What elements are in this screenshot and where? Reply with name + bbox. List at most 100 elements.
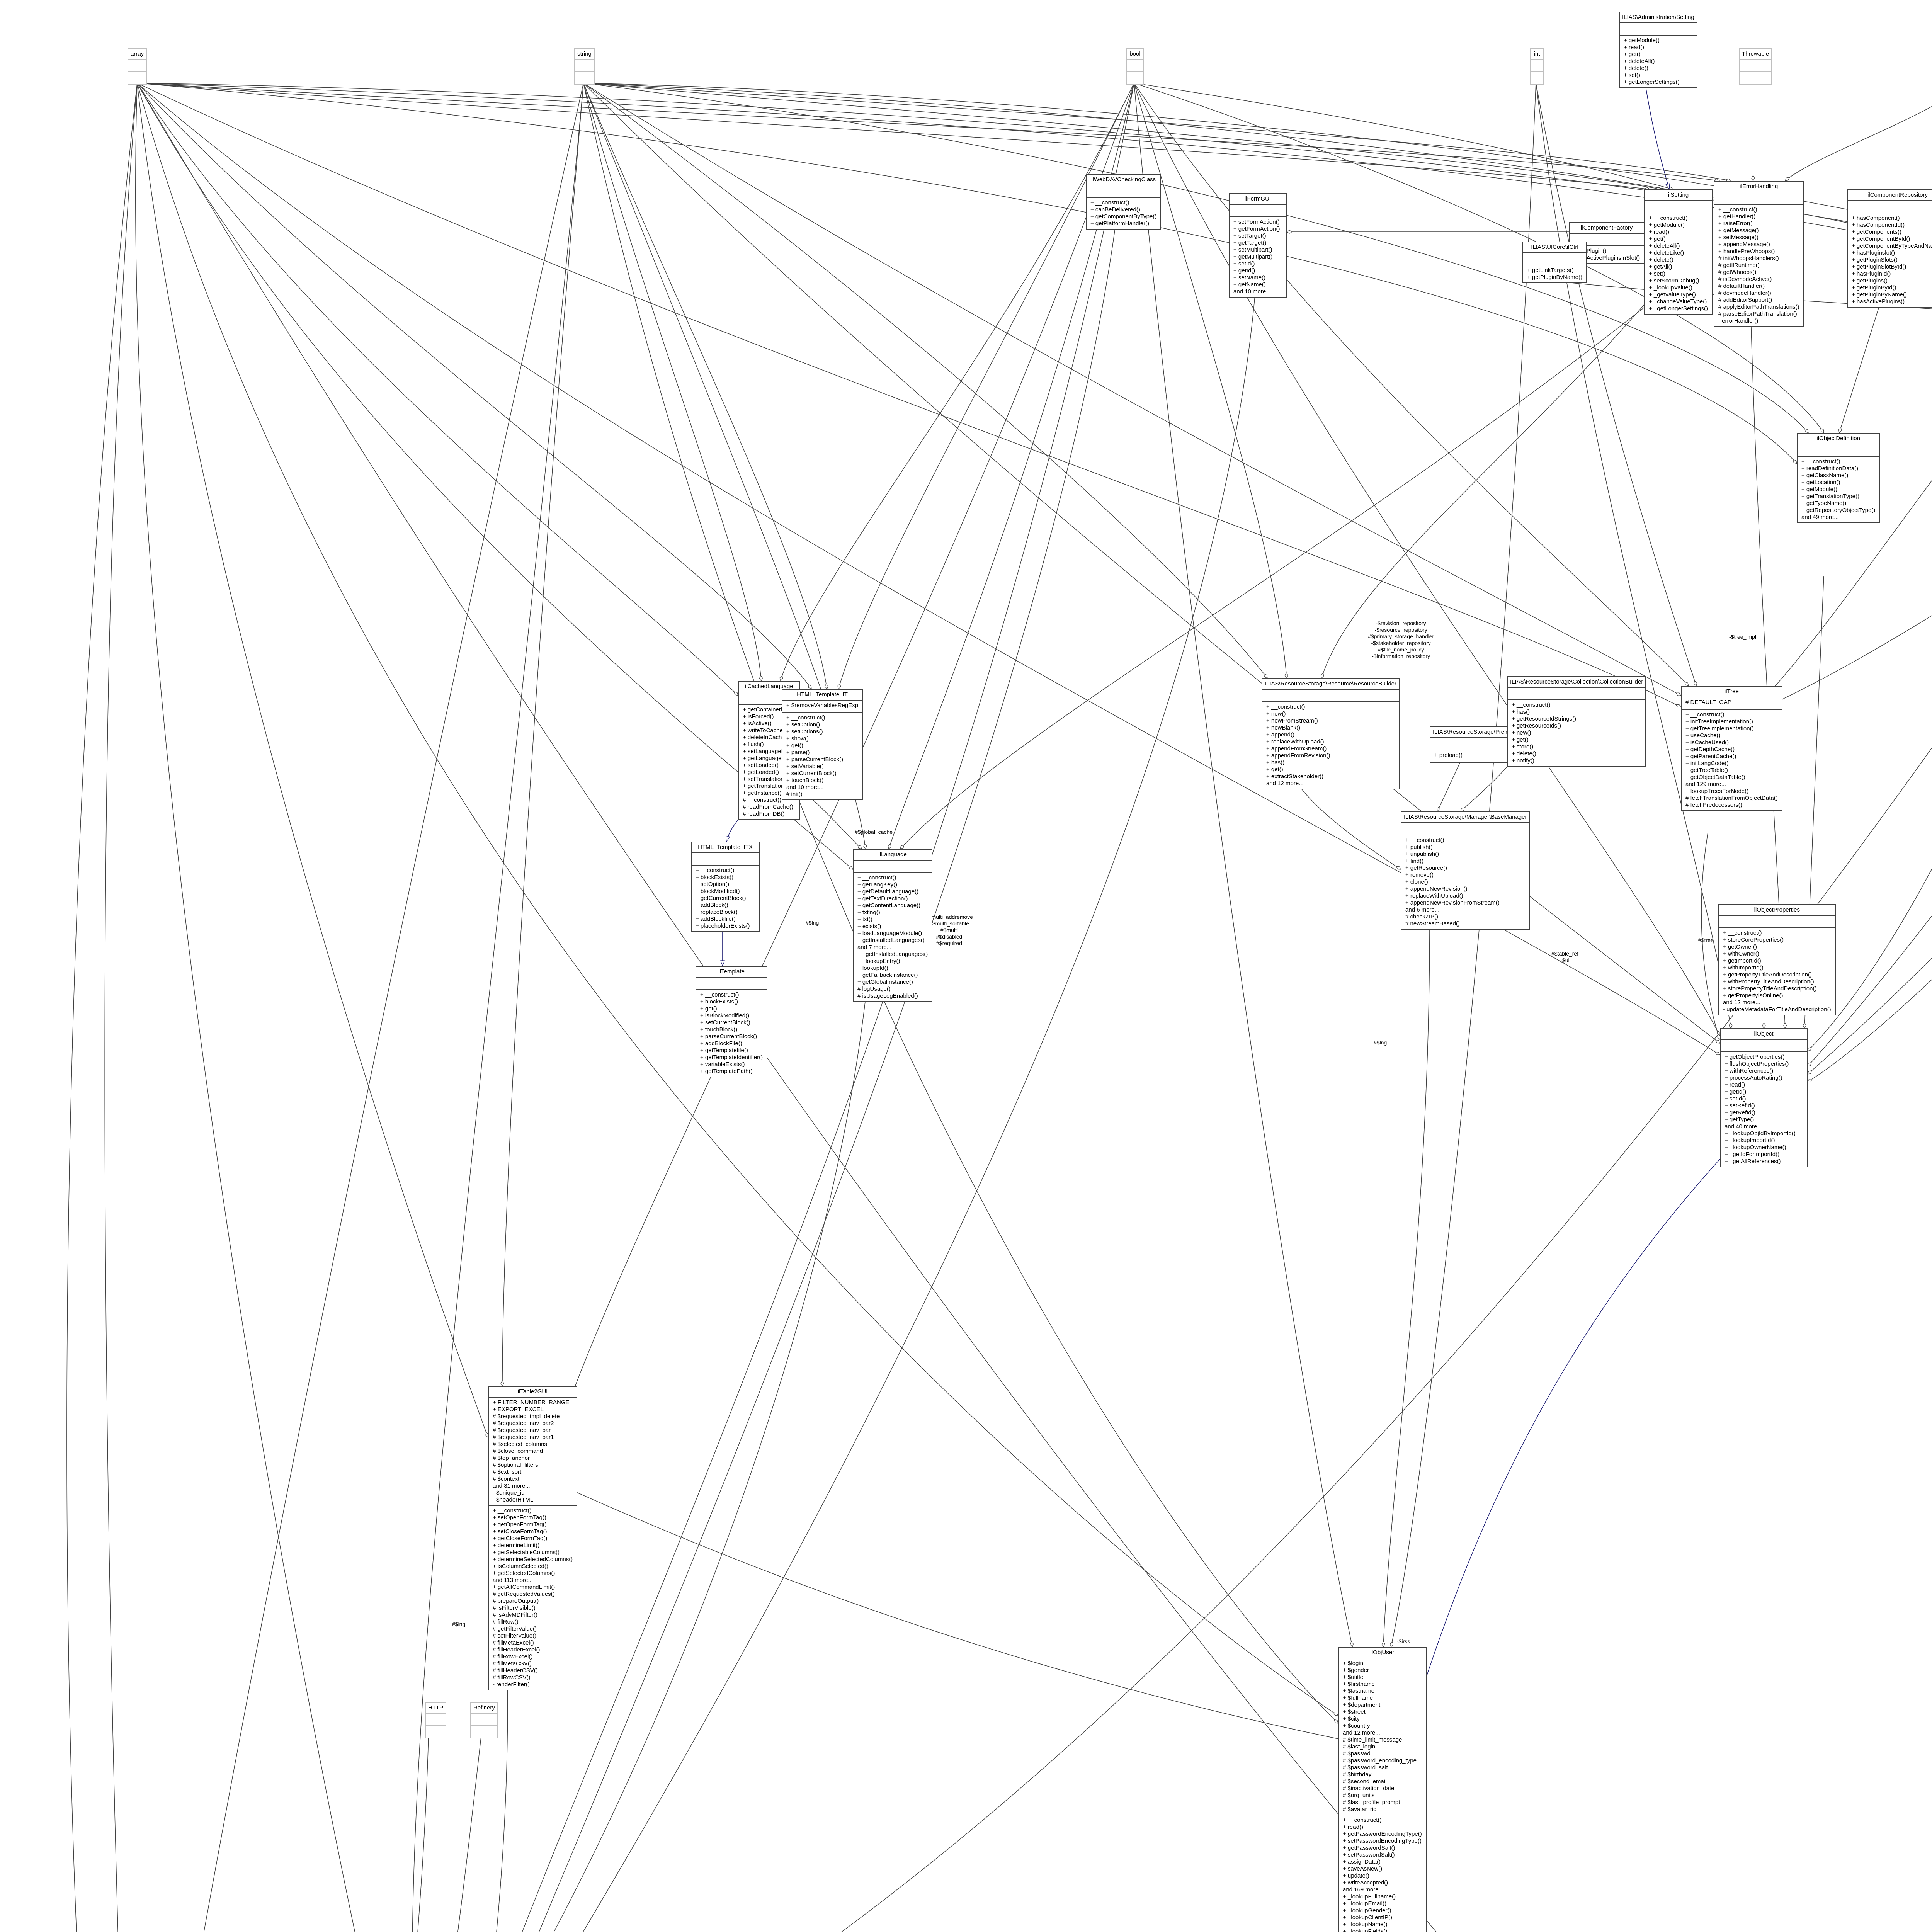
class-operations (1531, 72, 1543, 84)
operation-row: + hasComponentId() (1852, 222, 1905, 228)
operation-row: + get() (1266, 766, 1283, 773)
class-node-ilTree[interactable]: ilTree# DEFAULT_GAP+ __construct()+ init… (1681, 686, 1782, 811)
operation-row: + blockModified() (696, 888, 740, 895)
class-node-ilCtrl[interactable]: ILIAS\UICore\ilCtrl+ getLinkTargets()+ g… (1522, 242, 1587, 283)
operation-row: + placeholderExists() (696, 923, 750, 929)
operation-row: + getResource() (1405, 865, 1447, 871)
operation-row: + get() (1649, 236, 1666, 242)
class-node-HTTP[interactable]: HTTP (425, 1702, 447, 1738)
class-attributes (696, 978, 767, 990)
operation-row: # __construct() (743, 797, 782, 803)
operation-row: # fillRowExcel() (493, 1653, 533, 1660)
attribute-row: # $optional_filters (493, 1462, 538, 1468)
association-edge-Refinery-to-ilFormPropertyGUI (457, 1719, 483, 1932)
operation-row: + __construct() (1801, 458, 1840, 465)
class-node-ilObjectDefinition[interactable]: ilObjectDefinition+ __construct()+ readD… (1797, 433, 1880, 523)
edge-label: #$lng (1374, 1039, 1387, 1046)
attribute-row: # $password_salt (1343, 1764, 1388, 1771)
class-node-ilIRSSResourceStorage[interactable]: ILIAS\ResourceStorage\Resource\ResourceB… (1262, 678, 1400, 789)
class-node-ilStakeholder[interactable]: ILIAS\ResourceStorage\Collection\Collect… (1507, 676, 1646, 767)
class-node-ilSetting[interactable]: ilSetting+ __construct()+ getModule()+ r… (1644, 189, 1713, 315)
operation-row: + _lookupClientIP() (1343, 1914, 1392, 1921)
class-node-Refinery[interactable]: Refinery (470, 1702, 498, 1738)
operation-row: + blockExists() (696, 874, 733, 881)
operation-row: # getRequestedValues() (493, 1591, 555, 1597)
operation-row: + appendMessage() (1718, 241, 1770, 248)
operation-row: # fillHeaderExcel() (493, 1646, 540, 1653)
operation-row: + getActivePluginsInSlot() (1573, 255, 1640, 261)
operation-row: # defaultHandler() (1718, 283, 1765, 289)
class-node-ilObjUser[interactable]: ilObjUser+ $login+ $gender+ $utitle+ $fi… (1338, 1647, 1427, 1932)
class-node-ilResourceStorageManager[interactable]: ILIAS\ResourceStorage\Manager\BaseManage… (1401, 811, 1530, 930)
operation-row: + getTypeName() (1801, 500, 1847, 507)
operation-row: + getTemplatePath() (700, 1068, 753, 1075)
association-edge-array-to-ilSetting (137, 83, 1650, 189)
association-edge-array-to-ilCachedLanguage (137, 83, 738, 696)
class-attributes (128, 60, 146, 72)
operation-row: + isColumnSelected() (493, 1563, 548, 1570)
operation-row: + publish() (1405, 844, 1433, 850)
class-node-ilTable2GUI[interactable]: ilTable2GUI+ FILTER_NUMBER_RANGE+ EXPORT… (488, 1386, 578, 1690)
class-node-HTML_Template_IT[interactable]: HTML_Template_IT+ $removeVariablesRegExp… (782, 689, 863, 800)
operation-row: + _lookupName() (1343, 1921, 1388, 1928)
class-node-ilDBInterfaceSetting[interactable]: ILIAS\Administration\Setting+ getModule(… (1619, 12, 1697, 88)
operation-row: + setPasswordEncodingType() (1343, 1838, 1422, 1844)
operation-row: # readFromCache() (743, 804, 793, 810)
operation-row: + blockExists() (700, 998, 738, 1005)
operation-row: + initLangCode() (1685, 760, 1729, 767)
operation-row: # fillRowCSV() (493, 1674, 531, 1681)
operation-row: + getLinkTargets() (1527, 267, 1574, 274)
class-operations: + setFormAction()+ getFormAction()+ setT… (1230, 217, 1286, 297)
operation-row: + unpublish() (1405, 851, 1439, 857)
class-node-ilTemplate[interactable]: ilTemplate+ __construct()+ blockExists()… (696, 966, 768, 1077)
attribute-row: # $context (493, 1476, 520, 1482)
association-edge-ilIRSSResourceStorage-to-ilResourceStorageManager (1294, 778, 1401, 869)
class-operations: + __construct()+ getModule()+ read()+ ge… (1645, 213, 1712, 314)
class-node-ilObjectProperties[interactable]: ilObjectProperties+ __construct()+ store… (1718, 904, 1836, 1015)
attribute-row: # $ext_sort (493, 1469, 522, 1475)
operation-row: + __construct() (1090, 199, 1129, 206)
class-attributes (1798, 444, 1879, 457)
class-node-string[interactable]: string (574, 48, 595, 85)
class-node-ilWACCheckingClass[interactable]: ilWebDAVCheckingClass+ __construct()+ ca… (1086, 174, 1162, 230)
attribute-row: # $close_command (493, 1448, 543, 1454)
class-attributes (426, 1714, 446, 1726)
operation-row: + lookupTreesForNode() (1685, 788, 1749, 794)
operation-row: + getObjectDataTable() (1685, 774, 1745, 781)
operation-row: + getOpenFormTag() (493, 1521, 547, 1528)
class-node-Throwable[interactable]: Throwable (1739, 48, 1772, 85)
class-node-ilLanguage[interactable]: ilLanguage+ __construct()+ getLangKey()+… (853, 849, 933, 1002)
operation-row: # getWhoops() (1718, 269, 1757, 276)
operation-row: # fetchTranslationFromObjectData() (1685, 795, 1778, 801)
operation-row: + lookupId() (857, 965, 888, 971)
class-node-ilObject[interactable]: ilObject+ getObjectProperties()+ flushOb… (1720, 1028, 1808, 1167)
class-node-ilFormGUI[interactable]: ilFormGUI+ setFormAction()+ getFormActio… (1229, 193, 1287, 298)
class-operations: + __construct()+ new()+ newFromStream()+… (1262, 702, 1399, 789)
operation-row: and 169 more... (1343, 1886, 1384, 1893)
class-node-HTML_Template_ITX[interactable]: HTML_Template_ITX+ __construct()+ blockE… (691, 842, 760, 932)
operation-row: + isForced() (743, 713, 774, 720)
operation-row: + parse() (786, 749, 810, 756)
class-name: bool (1127, 49, 1143, 60)
operation-row: + getFormAction() (1233, 226, 1280, 232)
attribute-row: # $requested_tmpl_delete (493, 1413, 560, 1420)
attribute-row: # $selected_columns (493, 1441, 547, 1447)
class-name: int (1531, 49, 1543, 60)
association-edge-string-to-HTML_Template_IT (583, 83, 827, 689)
operation-row: and 12 more... (1723, 999, 1760, 1006)
class-attributes (1523, 253, 1586, 265)
operation-row: + getPluginByName() (1852, 291, 1907, 298)
class-node-ilComponentRepository[interactable]: ilComponentRepository+ hasComponent()+ h… (1847, 189, 1932, 308)
class-node-ilErrorHandling[interactable]: ilErrorHandling+ __construct()+ getHandl… (1714, 181, 1804, 327)
operation-row: # addEditorSupport() (1718, 297, 1772, 303)
association-edge-ilResourceStorageManager-to-ilObjUser (1383, 923, 1430, 1647)
attribute-row: # $org_units (1343, 1792, 1375, 1799)
operation-row: + appendNewRevision() (1405, 886, 1468, 892)
operation-row: + writeToCache() (743, 727, 787, 734)
class-operations: + preload() (1430, 750, 1577, 762)
operation-row: # isUsageLogEnabled() (857, 993, 918, 999)
class-node-array[interactable]: array (128, 48, 147, 85)
operation-row: + _getIdForImportId() (1725, 1151, 1780, 1158)
class-node-bool[interactable]: bool (1126, 48, 1144, 85)
class-node-int[interactable]: int (1530, 48, 1544, 85)
